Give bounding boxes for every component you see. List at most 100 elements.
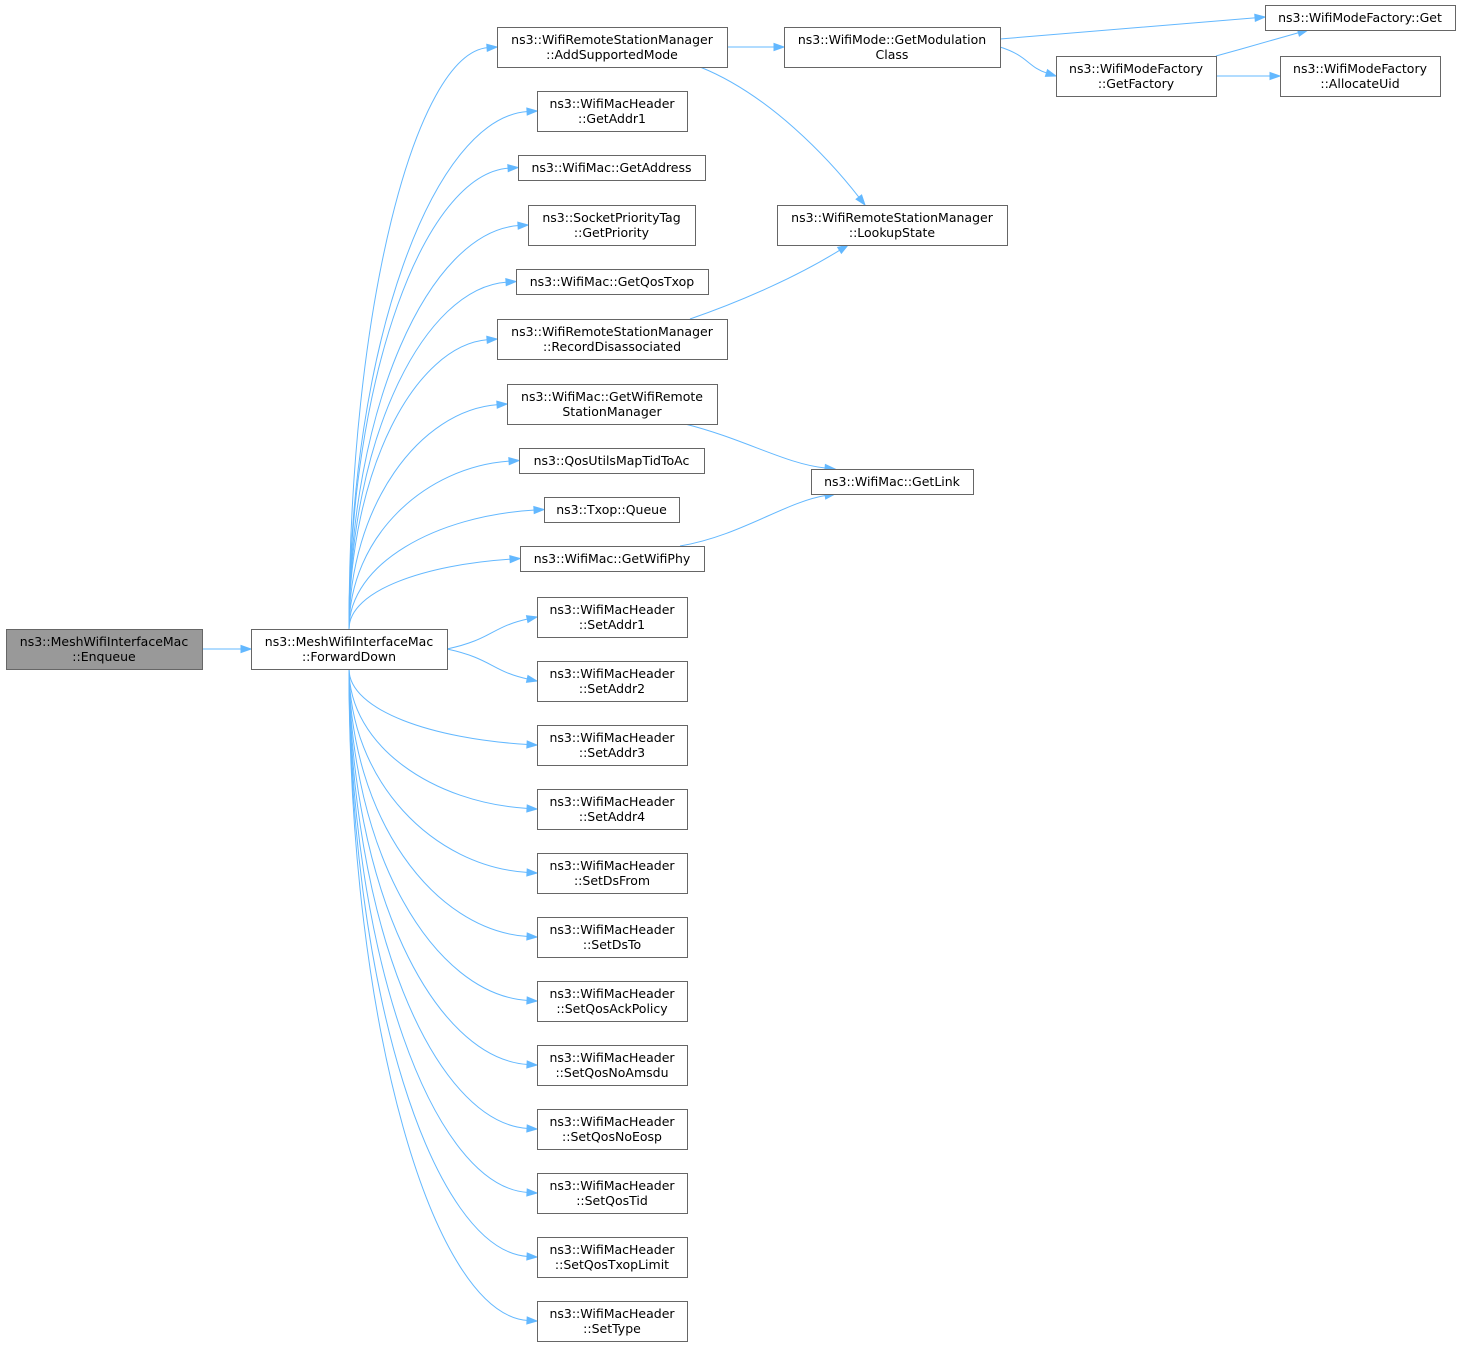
node-alloc[interactable]: ns3::WifiModeFactory::AllocateUid <box>1280 56 1441 97</box>
node-label-setaddr1-0: ns3::WifiMacHeader <box>549 602 675 617</box>
arrowhead-addsupp-to-getmodclass <box>773 42 786 52</box>
arrowhead-forward-to-addsupp <box>486 43 499 52</box>
node-getfactory[interactable]: ns3::WifiModeFactory::GetFactory <box>1056 56 1217 97</box>
edge-forward-to-setqostxoplim <box>348 668 529 1257</box>
node-box-getqostxop <box>516 269 709 295</box>
node-getprio[interactable]: ns3::SocketPriorityTag::GetPriority <box>528 205 696 246</box>
node-label-getaddr1-1: ::GetAddr1 <box>578 111 646 126</box>
edge-forward-to-setqosnoeosp <box>348 668 529 1129</box>
node-setaddr1[interactable]: ns3::WifiMacHeader::SetAddr1 <box>537 597 688 638</box>
node-box-getwifiphy <box>520 546 705 572</box>
edge-getwrsm-to-getlink <box>684 423 827 469</box>
node-lookup[interactable]: ns3::WifiRemoteStationManager::LookupSta… <box>777 205 1008 246</box>
node-setqostxoplim[interactable]: ns3::WifiMacHeader::SetQosTxopLimit <box>537 1237 688 1278</box>
node-label-setdsfrom-1: ::SetDsFrom <box>574 873 650 888</box>
node-label-getmodclass-0: ns3::WifiMode::GetModulation <box>798 32 986 47</box>
arrowhead-getfactory-to-alloc <box>1269 71 1282 81</box>
node-label-setdsto-0: ns3::WifiMacHeader <box>549 922 675 937</box>
edge-getmodclass-to-wmfget <box>999 17 1257 40</box>
node-enqueue[interactable]: ns3::MeshWifiInterfaceMac::Enqueue <box>6 629 203 670</box>
node-box-getmodclass <box>784 27 1001 68</box>
edge-forward-to-addsupp <box>348 47 489 630</box>
node-label-qosmap-0: ns3::QosUtilsMapTidToAc <box>534 453 690 468</box>
arrowhead-forward-to-qosmap <box>508 456 521 466</box>
edge-forward-to-getwifiphy <box>348 558 512 630</box>
node-getlink[interactable]: ns3::WifiMac::GetLink <box>811 469 974 495</box>
node-setqosnoamsdu[interactable]: ns3::WifiMacHeader::SetQosNoAmsdu <box>537 1045 688 1086</box>
node-box-getwrsm <box>507 384 718 425</box>
node-label-setqosnoamsdu-1: ::SetQosNoAmsdu <box>555 1065 668 1080</box>
edge-forward-to-setaddr1 <box>446 618 529 650</box>
edge-forward-to-getaddress <box>348 167 510 630</box>
node-box-alloc <box>1280 56 1441 97</box>
edge-forward-to-setaddr2 <box>446 648 529 680</box>
arrowhead-forward-to-setaddr1 <box>525 615 539 624</box>
node-addsupp[interactable]: ns3::WifiRemoteStationManager::AddSuppor… <box>497 27 728 68</box>
node-box-setqostid <box>537 1173 688 1214</box>
arrowhead-forward-to-setqosnoeosp <box>526 1124 539 1133</box>
node-getaddress[interactable]: ns3::WifiMac::GetAddress <box>518 155 706 181</box>
node-label-setaddr4-0: ns3::WifiMacHeader <box>549 794 675 809</box>
node-setaddr3[interactable]: ns3::WifiMacHeader::SetAddr3 <box>537 725 688 766</box>
node-box-setqosnoeosp <box>537 1109 688 1150</box>
node-box-setaddr2 <box>537 661 688 702</box>
node-label-getwrsm-0: ns3::WifiMac::GetWifiRemote <box>521 389 703 404</box>
node-box-forward <box>251 629 448 670</box>
node-label-alloc-1: ::AllocateUid <box>1320 76 1399 91</box>
node-box-setqostxoplim <box>537 1237 688 1278</box>
node-label-setaddr2-1: ::SetAddr2 <box>579 681 645 696</box>
node-setqosack[interactable]: ns3::WifiMacHeader::SetQosAckPolicy <box>537 981 688 1022</box>
node-setqostid[interactable]: ns3::WifiMacHeader::SetQosTid <box>537 1173 688 1214</box>
node-label-setdsfrom-0: ns3::WifiMacHeader <box>549 858 675 873</box>
node-getaddr1[interactable]: ns3::WifiMacHeader::GetAddr1 <box>537 91 688 132</box>
arrowhead-recdis-to-lookup <box>836 244 850 255</box>
edges-layer <box>202 13 1310 1325</box>
arrowhead-addsupp-to-lookup <box>855 194 866 207</box>
node-label-recdis-1: ::RecordDisassociated <box>543 339 681 354</box>
node-setdsto[interactable]: ns3::WifiMacHeader::SetDsTo <box>537 917 688 958</box>
node-wmfget[interactable]: ns3::WifiModeFactory::Get <box>1265 5 1456 31</box>
edge-forward-to-queue <box>348 509 536 630</box>
node-setaddr4[interactable]: ns3::WifiMacHeader::SetAddr4 <box>537 789 688 830</box>
node-label-forward-0: ns3::MeshWifiInterfaceMac <box>265 634 434 649</box>
node-recdis[interactable]: ns3::WifiRemoteStationManager::RecordDis… <box>497 319 728 360</box>
edge-recdis-to-lookup <box>689 249 841 320</box>
node-label-setqosnoamsdu-0: ns3::WifiMacHeader <box>549 1050 675 1065</box>
node-qosmap[interactable]: ns3::QosUtilsMapTidToAc <box>519 448 705 474</box>
node-getqostxop[interactable]: ns3::WifiMac::GetQosTxop <box>516 269 709 295</box>
node-label-addsupp-1: ::AddSupportedMode <box>546 47 678 62</box>
node-forward[interactable]: ns3::MeshWifiInterfaceMac::ForwardDown <box>251 629 448 670</box>
arrowhead-forward-to-getwrsm <box>496 400 509 409</box>
node-setaddr2[interactable]: ns3::WifiMacHeader::SetAddr2 <box>537 661 688 702</box>
node-box-setqosack <box>537 981 688 1022</box>
node-label-getqostxop-0: ns3::WifiMac::GetQosTxop <box>530 274 695 289</box>
arrowhead-forward-to-setqosack <box>526 996 539 1005</box>
node-label-wmfget-0: ns3::WifiModeFactory::Get <box>1278 10 1442 25</box>
node-getwrsm[interactable]: ns3::WifiMac::GetWifiRemoteStationManage… <box>507 384 718 425</box>
node-box-lookup <box>777 205 1008 246</box>
node-queue[interactable]: ns3::Txop::Queue <box>544 497 680 523</box>
node-box-setaddr3 <box>537 725 688 766</box>
node-label-setdsto-1: ::SetDsTo <box>583 937 641 952</box>
node-getwifiphy[interactable]: ns3::WifiMac::GetWifiPhy <box>520 546 705 572</box>
node-box-getprio <box>528 205 696 246</box>
arrowhead-forward-to-setqosnoamsdu <box>526 1060 539 1069</box>
edge-forward-to-setaddr4 <box>348 668 529 809</box>
arrowhead-forward-to-setaddr2 <box>525 674 539 683</box>
node-setqosnoeosp[interactable]: ns3::WifiMacHeader::SetQosNoEosp <box>537 1109 688 1150</box>
node-box-getaddr1 <box>537 91 688 132</box>
edge-forward-to-qosmap <box>348 460 511 630</box>
node-label-getfactory-0: ns3::WifiModeFactory <box>1069 61 1204 76</box>
node-box-wmfget <box>1265 5 1456 31</box>
node-setdsfrom[interactable]: ns3::WifiMacHeader::SetDsFrom <box>537 853 688 894</box>
node-box-settype <box>537 1301 688 1342</box>
node-label-queue-0: ns3::Txop::Queue <box>556 502 667 517</box>
node-label-setqosnoeosp-1: ::SetQosNoEosp <box>562 1129 662 1144</box>
node-settype[interactable]: ns3::WifiMacHeader::SetType <box>537 1301 688 1342</box>
node-box-qosmap <box>519 448 705 474</box>
node-label-setaddr3-0: ns3::WifiMacHeader <box>549 730 675 745</box>
edge-forward-to-recdis <box>348 339 489 630</box>
node-label-getlink-0: ns3::WifiMac::GetLink <box>824 474 961 489</box>
node-label-setqosnoeosp-0: ns3::WifiMacHeader <box>549 1114 675 1129</box>
